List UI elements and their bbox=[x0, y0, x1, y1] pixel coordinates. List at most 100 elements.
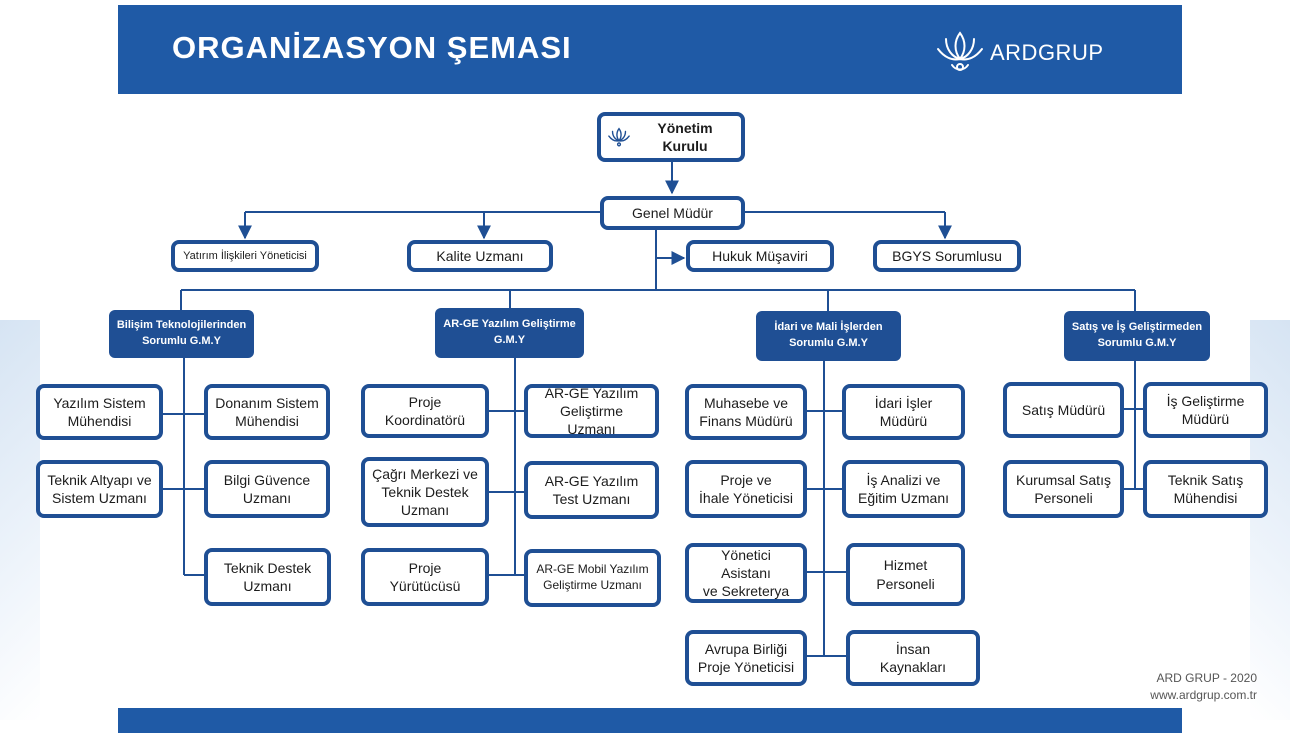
footer-credits: ARD GRUP - 2020 www.ardgrup.com.tr bbox=[1150, 670, 1257, 704]
role-line: Personeli bbox=[1034, 490, 1093, 506]
role-line: Mühendisi bbox=[1173, 490, 1238, 506]
dept-head-line: Satış ve İş Geliştirmeden bbox=[1071, 321, 1203, 334]
role-box: Yönetici Asistanı ve Sekreterya bbox=[685, 543, 807, 603]
role-line: Uzmanı bbox=[243, 578, 292, 594]
decorative-left-panel bbox=[0, 320, 40, 720]
dept-head-line: Sorumlu G.M.Y bbox=[1097, 337, 1177, 349]
page-title: ORGANİZASYON ŞEMASI bbox=[172, 30, 572, 65]
role-line: Personeli bbox=[876, 575, 935, 592]
role-line: Kurumsal Satış bbox=[1016, 471, 1111, 488]
dept-head-rnd: AR-GE Yazılım Geliştirme G.M.Y bbox=[435, 308, 584, 358]
role-box: Proje ve İhale Yöneticisi bbox=[685, 460, 807, 518]
dept-head-it: Bilişim Teknolojilerinden Sorumlu G.M.Y bbox=[109, 310, 254, 358]
role-line: Uzmanı bbox=[242, 490, 292, 506]
role-line: Hizmet bbox=[883, 557, 928, 574]
staff-box-investor-relations: Yatırım İlişkileri Yöneticisi bbox=[171, 240, 319, 272]
footer-line: ARD GRUP - 2020 bbox=[1156, 671, 1257, 685]
role-line: AR-GE Yazılım bbox=[544, 384, 639, 401]
general-manager-box: Genel Müdür bbox=[600, 196, 745, 230]
dept-head-sales: Satış ve İş Geliştirmeden Sorumlu G.M.Y bbox=[1064, 311, 1210, 361]
role-line: Uzmanı bbox=[400, 502, 450, 519]
role-line: İhale Yöneticisi bbox=[699, 490, 793, 506]
role-line: Teknik Altyapı ve bbox=[47, 471, 152, 488]
board-of-directors-box: Yönetim Kurulu bbox=[597, 112, 745, 162]
role-line: Proje bbox=[408, 559, 442, 576]
role-box: Teknik Altyapı ve Sistem Uzmanı bbox=[36, 460, 163, 518]
dept-head-line: AR-GE Yazılım Geliştirme bbox=[443, 318, 576, 331]
role-line: Yürütücüsü bbox=[389, 578, 461, 594]
footer-banner bbox=[118, 708, 1182, 733]
staff-label: BGYS Sorumlusu bbox=[892, 247, 1002, 264]
role-line: Geliştirme Uzmanı bbox=[543, 578, 642, 592]
role-line: Avrupa Birliği bbox=[704, 640, 788, 657]
role-line: Proje ve bbox=[720, 471, 772, 488]
role-line: AR-GE Yazılım bbox=[544, 472, 639, 489]
role-line: Çağrı Merkezi ve bbox=[372, 465, 478, 482]
footer-url[interactable]: www.ardgrup.com.tr bbox=[1150, 687, 1257, 702]
role-line: Kaynakları bbox=[879, 659, 947, 675]
role-line: Teknik Destek bbox=[223, 559, 312, 576]
role-line: Satış Müdürü bbox=[1021, 401, 1106, 418]
role-box: İş Analizi ve Eğitim Uzmanı bbox=[842, 460, 965, 518]
role-line: Yazılım Sistem bbox=[53, 394, 146, 411]
ardgrup-logo: ARDGRUP bbox=[934, 25, 1134, 77]
staff-box-quality: Kalite Uzmanı bbox=[407, 240, 553, 272]
role-line: İş Analizi ve bbox=[866, 471, 941, 488]
role-line: Proje Yöneticisi bbox=[697, 659, 795, 675]
dept-head-line: İdari ve Mali İşlerden bbox=[774, 321, 883, 334]
staff-label: Yatırım İlişkileri Yöneticisi bbox=[183, 249, 307, 262]
dept-head-line: Bilişim Teknolojilerinden bbox=[116, 319, 247, 332]
role-line: Donanım Sistem bbox=[215, 394, 319, 411]
board-label: Yönetim Kurulu bbox=[657, 119, 713, 154]
role-line: AR-GE Mobil Yazılım bbox=[536, 562, 649, 577]
role-box: Satış Müdürü bbox=[1003, 382, 1124, 438]
role-line: Sistem Uzmanı bbox=[52, 490, 147, 506]
lotus-logo-icon bbox=[937, 31, 983, 71]
role-line: Geliştirme Uzmanı bbox=[559, 402, 623, 438]
dept-head-line: Sorumlu G.M.Y bbox=[789, 337, 868, 349]
role-line: Teknik Destek bbox=[381, 483, 469, 500]
staff-label: Hukuk Müşaviri bbox=[712, 247, 808, 264]
role-line: Mühendisi bbox=[235, 413, 299, 429]
role-line: Eğitim Uzmanı bbox=[857, 490, 950, 506]
dept-head-line: G.M.Y bbox=[493, 334, 526, 346]
role-line: Muhasebe ve bbox=[703, 394, 789, 411]
role-line: Proje bbox=[408, 393, 442, 410]
header-banner: ORGANİZASYON ŞEMASI ARDGRUP bbox=[118, 5, 1182, 94]
general-manager-label: Genel Müdür bbox=[632, 204, 713, 221]
logo-text: ARDGRUP bbox=[990, 40, 1104, 65]
role-line: Müdürü bbox=[1181, 411, 1230, 427]
role-line: Teknik Satış bbox=[1167, 471, 1244, 488]
staff-box-legal: Hukuk Müşaviri bbox=[686, 240, 834, 272]
role-line: İş Geliştirme bbox=[1166, 392, 1245, 409]
role-line: Yönetici Asistanı bbox=[721, 546, 771, 581]
role-box: Muhasebe ve Finans Müdürü bbox=[685, 384, 807, 440]
dept-head-admin-finance: İdari ve Mali İşlerden Sorumlu G.M.Y bbox=[756, 311, 901, 361]
role-line: İnsan bbox=[895, 640, 931, 657]
dept-head-line: Sorumlu G.M.Y bbox=[142, 335, 221, 347]
role-line: ve Sekreterya bbox=[702, 583, 790, 600]
staff-label: Kalite Uzmanı bbox=[436, 247, 524, 264]
role-line: Test Uzmanı bbox=[552, 491, 631, 507]
role-line: Finans Müdürü bbox=[699, 413, 793, 429]
lotus-logo-icon bbox=[608, 127, 630, 147]
role-line: Koordinatörü bbox=[384, 412, 466, 428]
